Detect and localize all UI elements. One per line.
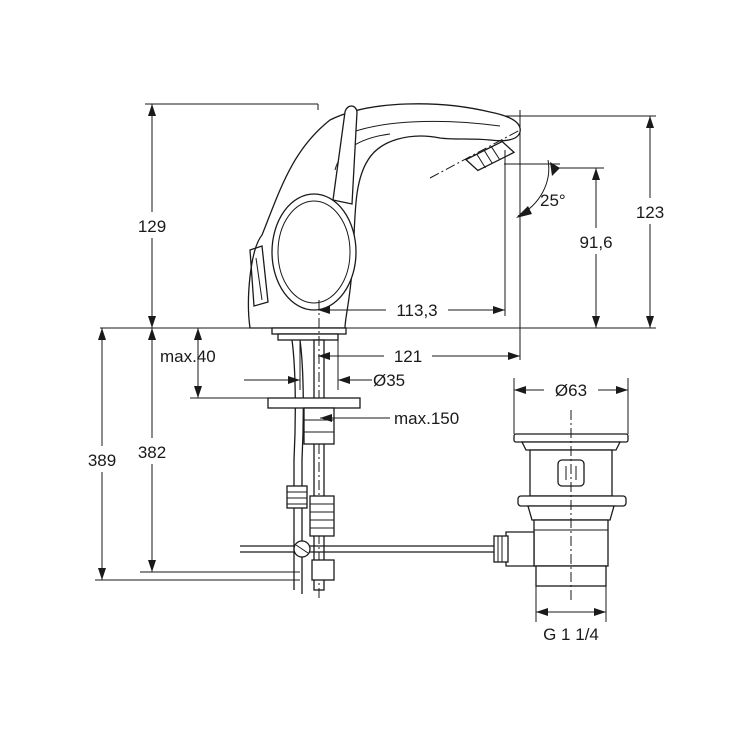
- dim-jet-height: 91,6: [579, 233, 612, 252]
- dim-deck-thickness: max.40: [160, 347, 216, 366]
- dim-jet-angle: 25°: [540, 191, 566, 210]
- dim-height-total: 129: [138, 217, 166, 236]
- dim-hole-diameter: Ø35: [373, 371, 405, 390]
- jet-nozzle: [464, 140, 516, 172]
- waste-drain: [493, 410, 629, 600]
- dim-rod-length: max.150: [394, 409, 459, 428]
- dim-waste-thread: G 1 1/4: [543, 625, 599, 644]
- faucet-body: [247, 103, 521, 341]
- dim-spout-reach: 113,3: [396, 301, 437, 320]
- dim-below-deck-left: 389: [88, 451, 116, 470]
- dim-below-deck-right: 382: [138, 443, 166, 462]
- under-deck-assembly: [240, 300, 505, 600]
- dim-deck-reach: 121: [394, 347, 422, 366]
- dim-outlet-height: 123: [636, 203, 664, 222]
- dimension-lines: [95, 103, 656, 622]
- dim-waste-diameter: Ø63: [555, 381, 587, 400]
